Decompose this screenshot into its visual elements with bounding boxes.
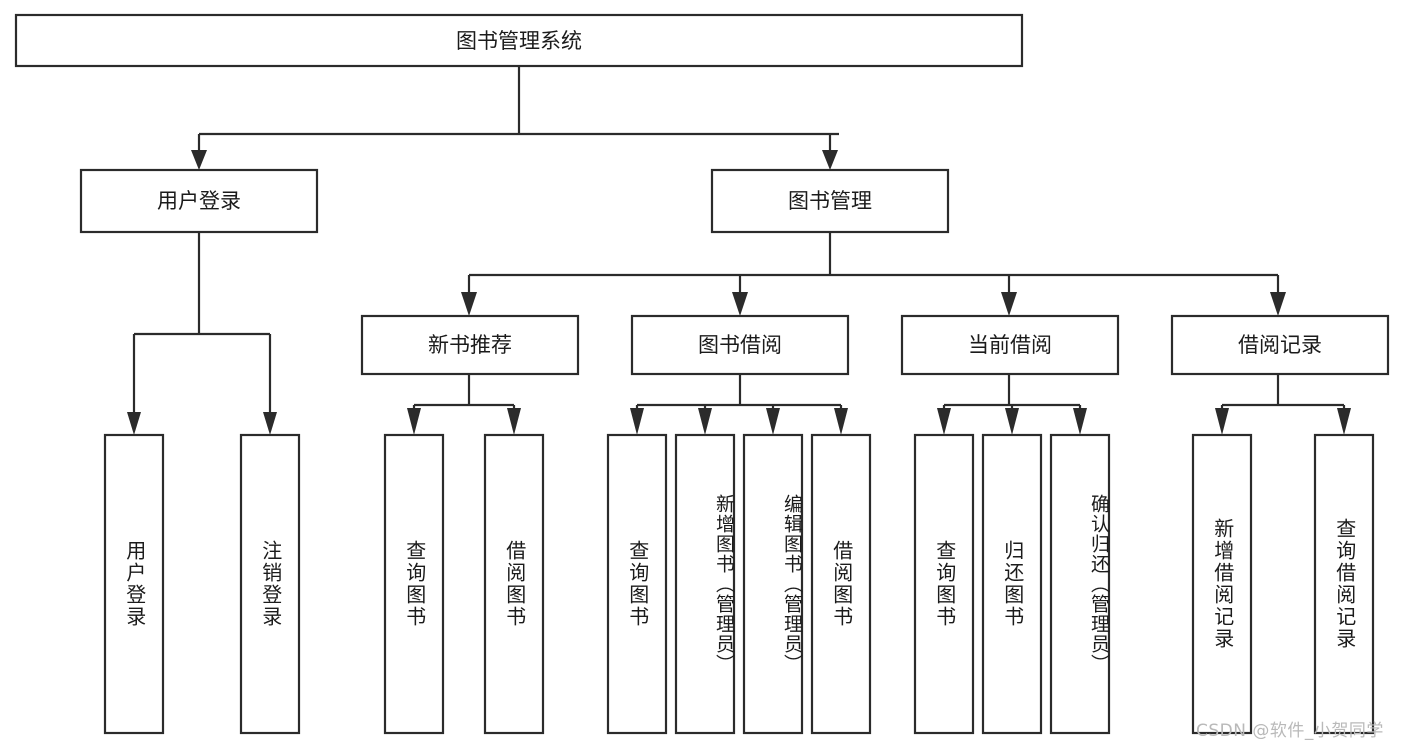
arrow-head-bb-leaf4	[834, 408, 848, 435]
node-user-login-box[interactable]	[79, 168, 319, 234]
node-current-borrow-label: 当前借阅	[968, 333, 1052, 357]
node-borrow-record-label: 借阅记录	[1238, 333, 1322, 357]
arrow-head-bb-leaf3	[766, 408, 780, 435]
leaf-box-current-borrow-0[interactable]	[913, 433, 975, 735]
leaf-box-book-borrow-1[interactable]	[674, 433, 736, 735]
arrow-head-leaf-logout	[263, 412, 277, 435]
node-root-box[interactable]	[14, 13, 1024, 68]
node-book-borrow-label: 图书借阅	[698, 333, 782, 357]
arrow-head-cb-leaf3	[1073, 408, 1087, 435]
node-book-manage-label: 图书管理	[788, 189, 872, 213]
connector-group	[127, 66, 1351, 435]
node-root[interactable]: 图书管理系统	[14, 13, 1024, 68]
node-current-borrow[interactable]: 当前借阅	[900, 314, 1120, 376]
node-current-borrow-box[interactable]	[900, 314, 1120, 376]
leaf-box-borrow-record-0[interactable]	[1191, 433, 1253, 735]
csdn-watermark: CSDN @软件_小贺同学	[1196, 721, 1384, 741]
node-user-login[interactable]: 用户登录	[79, 168, 319, 234]
node-new-book-rec-box[interactable]	[360, 314, 580, 376]
leaf-box-book-borrow-3[interactable]	[810, 433, 872, 735]
node-user-login-label: 用户登录	[157, 189, 241, 213]
leaf-box-current-borrow-1[interactable]	[981, 433, 1043, 735]
arrow-head-br-leaf2	[1337, 408, 1351, 435]
leaf-box-new-book-rec-0[interactable]	[383, 433, 445, 735]
node-new-book-rec[interactable]: 新书推荐	[360, 314, 580, 376]
arrow-head-br-leaf1	[1215, 408, 1229, 435]
leaf-box-new-book-rec-1[interactable]	[483, 433, 545, 735]
arrow-head-nb-leaf2	[507, 408, 521, 435]
node-book-borrow[interactable]: 图书借阅	[630, 314, 850, 376]
leaf-box-user-login-1[interactable]	[239, 433, 301, 735]
leaf-box-book-borrow-2[interactable]	[742, 433, 804, 735]
arrow-head-bookmanage	[822, 150, 838, 170]
leaf-box-current-borrow-2[interactable]	[1049, 433, 1111, 735]
arrow-head-bb-leaf1	[630, 408, 644, 435]
arrow-head-leaf-user-login	[127, 412, 141, 435]
node-borrow-record[interactable]: 借阅记录	[1170, 314, 1390, 376]
node-borrow-record-box[interactable]	[1170, 314, 1390, 376]
arrow-head-userlogin	[191, 150, 207, 170]
arrow-head-currentborrow	[1001, 292, 1017, 316]
arrow-head-bb-leaf2	[698, 408, 712, 435]
arrow-head-cb-leaf1	[937, 408, 951, 435]
arrow-head-borrowrecord	[1270, 292, 1286, 316]
arrow-head-bookborrow	[732, 292, 748, 316]
leaf-box-borrow-record-1[interactable]	[1313, 433, 1375, 735]
node-book-borrow-box[interactable]	[630, 314, 850, 376]
arrow-head-nb-leaf1	[407, 408, 421, 435]
arrow-head-cb-leaf2	[1005, 408, 1019, 435]
arrow-head-newbook	[461, 292, 477, 316]
node-book-manage-box[interactable]	[710, 168, 950, 234]
node-book-manage[interactable]: 图书管理	[710, 168, 950, 234]
node-new-book-rec-label: 新书推荐	[428, 333, 512, 357]
leaf-box-book-borrow-0[interactable]	[606, 433, 668, 735]
node-root-label: 图书管理系统	[456, 29, 582, 53]
leaf-box-user-login-0[interactable]	[103, 433, 165, 735]
